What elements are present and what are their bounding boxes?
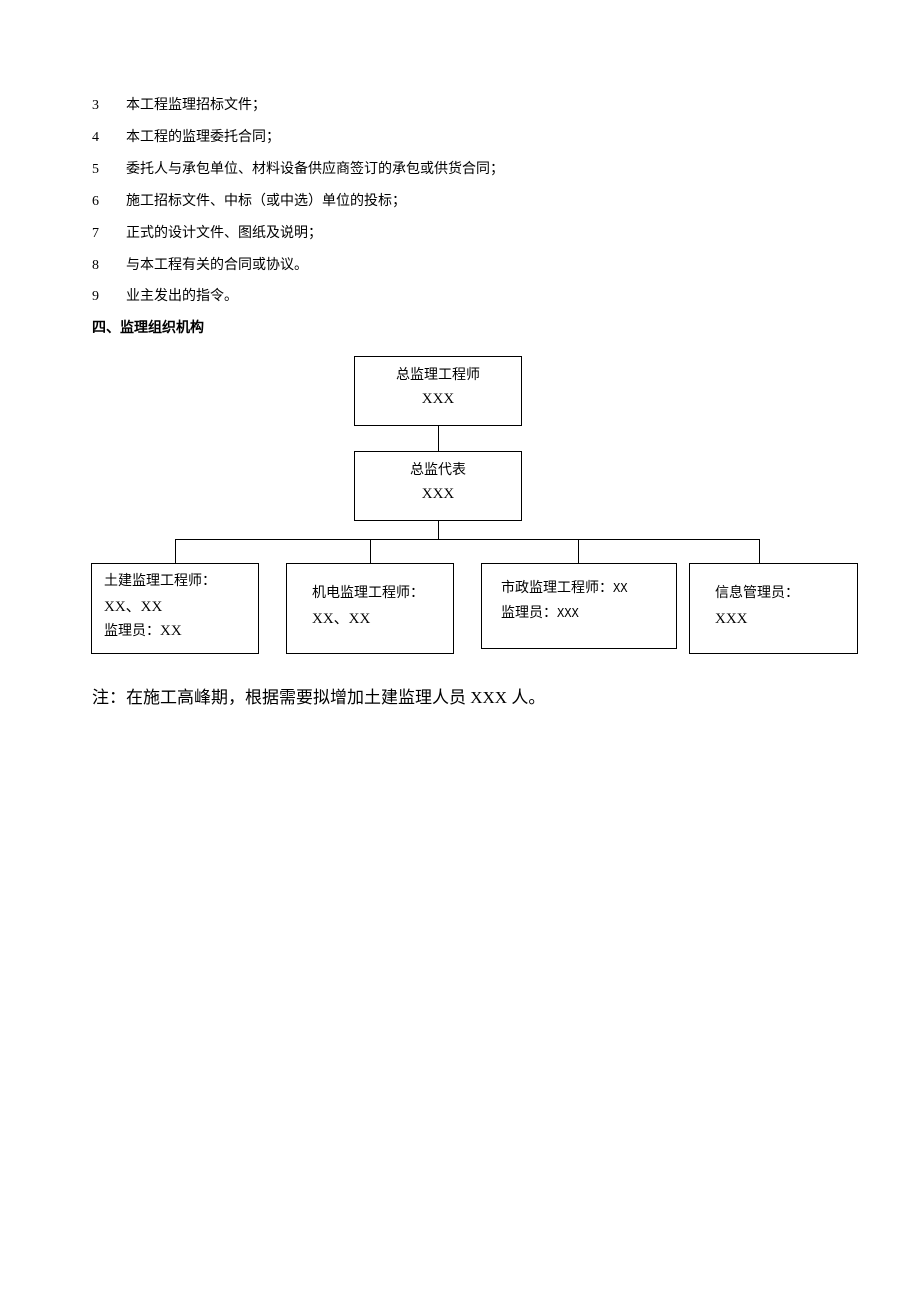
list-number: 3: [92, 98, 99, 113]
list-number: 8: [92, 258, 99, 273]
municipal-staff-label: 监理员：: [501, 606, 557, 621]
org-box-municipal-engineer: 市政监理工程师：XX 监理员：XXX: [481, 563, 677, 649]
municipal-title: 市政监理工程师：: [501, 581, 613, 596]
connector-info: [759, 539, 760, 564]
municipal-title-row: 市政监理工程师：XX: [501, 579, 627, 598]
connector-deputy-bus: [438, 520, 439, 540]
list-item-5: 5 委托人与承包单位、材料设备供应商签订的承包或供货合同；: [92, 162, 504, 178]
footnote: 注：在施工高峰期，根据需要拟增加土建监理人员 XXX 人。: [92, 688, 546, 707]
civil-staff-name: XX: [160, 623, 182, 639]
org-box-deputy: 总监代表 XXX: [354, 451, 522, 521]
section-heading: 四、监理组织机构: [92, 320, 204, 336]
municipal-staff-name: XXX: [557, 606, 579, 620]
list-text: 施工招标文件、中标（或中选）单位的投标；: [126, 194, 406, 209]
list-number: 4: [92, 130, 99, 145]
list-text: 业主发出的指令。: [126, 289, 238, 304]
list-text: 正式的设计文件、图纸及说明；: [126, 226, 322, 241]
list-number: 9: [92, 289, 99, 304]
info-name: XXX: [715, 611, 748, 627]
list-item-3: 3 本工程监理招标文件；: [92, 98, 266, 114]
list-item-6: 6 施工招标文件、中标（或中选）单位的投标；: [92, 194, 406, 210]
civil-staff-label: 监理员：: [104, 624, 160, 639]
chief-title: 总监理工程师: [396, 368, 480, 383]
civil-staff: 监理员：XX: [104, 622, 182, 641]
list-item-9: 9 业主发出的指令。: [92, 289, 238, 305]
org-box-mech-engineer: 机电监理工程师： XX、XX: [286, 563, 454, 654]
list-number: 7: [92, 226, 99, 241]
org-box-chief-engineer: 总监理工程师 XXX: [354, 356, 522, 426]
list-text: 本工程监理招标文件；: [126, 98, 266, 113]
org-box-civil-engineer: 土建监理工程师： XX、XX 监理员：XX: [91, 563, 259, 654]
civil-names: XX、XX: [104, 599, 163, 615]
connector-mech: [370, 539, 371, 564]
connector-chief-deputy: [438, 425, 439, 452]
list-text: 本工程的监理委托合同；: [126, 130, 280, 145]
info-title: 信息管理员：: [715, 586, 799, 601]
org-box-info-manager: 信息管理员： XXX: [689, 563, 858, 654]
list-item-8: 8 与本工程有关的合同或协议。: [92, 258, 308, 274]
list-text: 委托人与承包单位、材料设备供应商签订的承包或供货合同；: [126, 162, 504, 177]
connector-horizontal-bus: [175, 539, 760, 540]
mech-title: 机电监理工程师：: [312, 586, 424, 601]
chief-name: XXX: [421, 391, 455, 407]
list-number: 6: [92, 194, 99, 209]
civil-title: 土建监理工程师：: [104, 574, 216, 589]
mech-names: XX、XX: [312, 611, 371, 627]
municipal-staff: 监理员：XXX: [501, 604, 579, 623]
list-number: 5: [92, 162, 99, 177]
list-item-7: 7 正式的设计文件、图纸及说明；: [92, 226, 322, 242]
connector-municipal: [578, 539, 579, 564]
list-item-4: 4 本工程的监理委托合同；: [92, 130, 280, 146]
municipal-names: XX: [613, 581, 628, 595]
deputy-title: 总监代表: [410, 463, 466, 478]
deputy-name: XXX: [421, 486, 455, 502]
connector-civil: [175, 539, 176, 564]
list-text: 与本工程有关的合同或协议。: [126, 258, 308, 273]
